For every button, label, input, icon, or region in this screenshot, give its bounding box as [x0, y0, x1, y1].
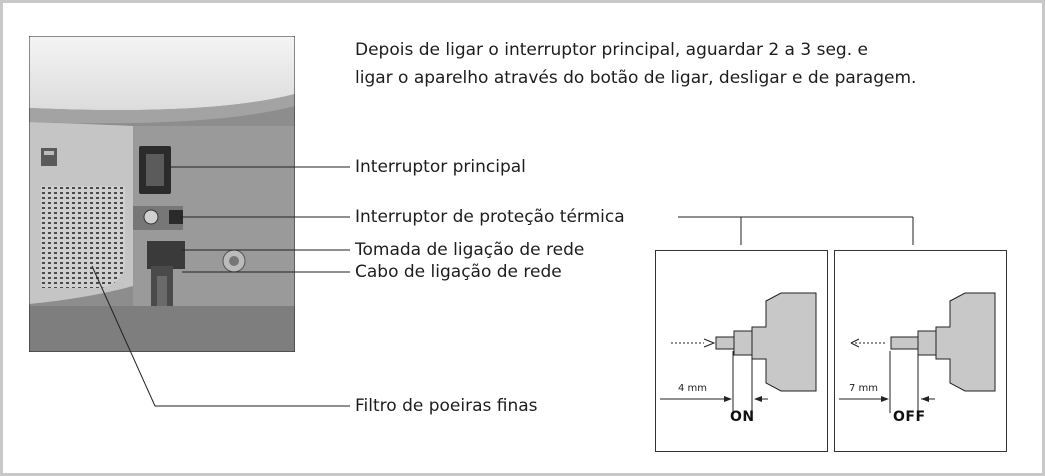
label-cable: Cabo de ligação de rede: [355, 262, 562, 282]
label-socket: Tomada de ligação de rede: [355, 240, 585, 260]
label-filter: Filtro de poeiras finas: [355, 396, 538, 416]
label-main-switch: Interruptor principal: [355, 157, 526, 177]
diagram-on: 4 mm ON: [655, 250, 828, 452]
label-thermal-switch: Interruptor de proteção térmica: [355, 207, 625, 227]
distance-label-on: 4 mm: [678, 383, 708, 394]
intro-line-2: ligar o aparelho através do botão de lig…: [355, 68, 917, 88]
intro-line-1: Depois de ligar o interruptor principal,…: [355, 40, 868, 60]
distance-label-off: 7 mm: [849, 383, 879, 394]
state-label-on: ON: [730, 409, 755, 425]
intro-text: Depois de ligar o interruptor principal,…: [355, 36, 916, 92]
state-label-off: OFF: [893, 409, 926, 425]
button-released-drawing: [839, 292, 996, 413]
device-photo: [29, 36, 295, 352]
diagram-off: 7 mm OFF: [834, 250, 1007, 452]
button-pressed-drawing: [660, 292, 817, 413]
